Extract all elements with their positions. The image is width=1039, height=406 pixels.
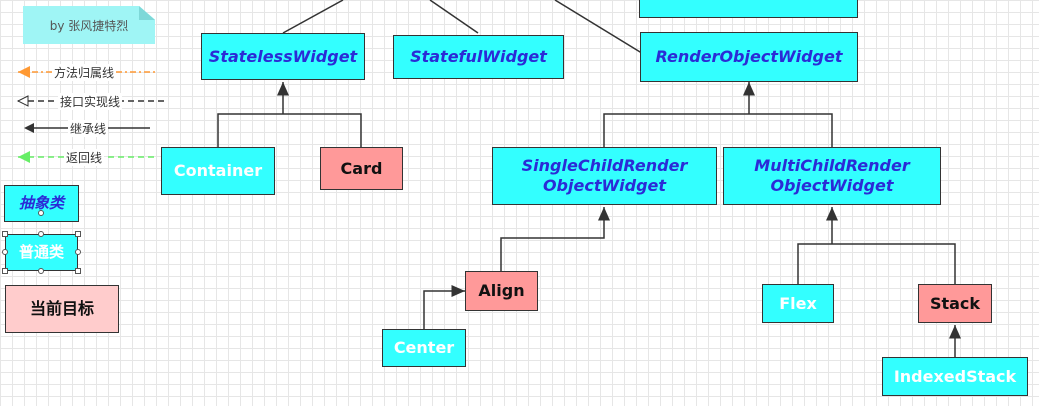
node-multi-child-label: MultiChildRender ObjectWidget [754,156,910,195]
edge-render-to-widget [554,0,646,56]
legend-inherit-label: 继承线 [68,120,109,137]
node-stack[interactable]: Stack [918,284,992,323]
edge-single-multi-to-render [603,82,833,147]
selection-handle[interactable] [75,231,81,237]
node-multi-child-render-object-widget[interactable]: MultiChildRender ObjectWidget [723,147,941,205]
node-stack-label: Stack [929,293,981,313]
selection-handle[interactable] [38,231,44,237]
legend-inherit-arrow [24,123,34,133]
legend-abstract-class: 抽象类 [4,185,79,222]
node-stateful-label: StatefulWidget [410,47,547,66]
node-indexed-stack[interactable]: IndexedStack [882,357,1028,396]
selection-handle[interactable] [2,268,8,274]
legend-current-target: 当前目标 [5,285,119,333]
legend-interface-label: 接口实现线 [58,93,123,110]
legend-method-label: 方法归属线 [52,64,117,81]
node-center-label: Center [393,338,455,357]
node-flex-label: Flex [779,293,817,313]
selection-handle[interactable] [75,249,81,255]
legend-abstract-label: 抽象类 [18,194,64,213]
legend-interface-arrow [16,95,29,107]
selection-handle[interactable] [2,249,8,255]
author-note: by 张风捷特烈 [23,6,155,44]
edge-flex-stack-to-multi [797,207,956,284]
edge-center-to-align [423,285,465,329]
edge-stateless-to-widget [282,0,344,34]
legend-return-label: 返回线 [64,149,105,166]
node-card[interactable]: Card [320,147,403,190]
node-render-object-widget[interactable]: RenderObjectWidget [640,32,858,82]
node-single-child-label: SingleChildRender ObjectWidget [521,156,688,195]
author-note-text: by 张风捷特烈 [49,18,129,33]
node-stateless-label: StatelessWidget [208,46,358,66]
selection-handle[interactable] [2,231,8,237]
node-stateful-widget[interactable]: StatefulWidget [393,35,564,79]
node-widget-partial[interactable] [639,0,858,18]
selection-handle[interactable] [75,268,81,274]
legend-target-label: 当前目标 [29,299,94,318]
edge-stateful-to-widget [429,0,479,34]
node-container-label: Container [173,161,263,180]
legend-normal-label: 普通类 [18,243,64,262]
node-flex[interactable]: Flex [762,284,834,323]
selection-handle[interactable] [38,268,44,274]
node-indexed-stack-label: IndexedStack [893,366,1017,386]
node-stateless-widget[interactable]: StatelessWidget [201,33,365,80]
edge-container-card-to-stateless [217,82,362,147]
edge-align-to-single [500,207,610,271]
selection-handle[interactable] [38,210,44,216]
node-align-label: Align [478,281,525,300]
node-container[interactable]: Container [161,147,275,195]
node-card-label: Card [340,158,383,178]
node-center[interactable]: Center [382,329,466,367]
node-align[interactable]: Align [465,271,538,311]
node-render-object-label: RenderObjectWidget [655,47,843,66]
node-single-child-render-object-widget[interactable]: SingleChildRender ObjectWidget [492,147,717,205]
legend-normal-class[interactable]: 普通类 [5,234,78,271]
